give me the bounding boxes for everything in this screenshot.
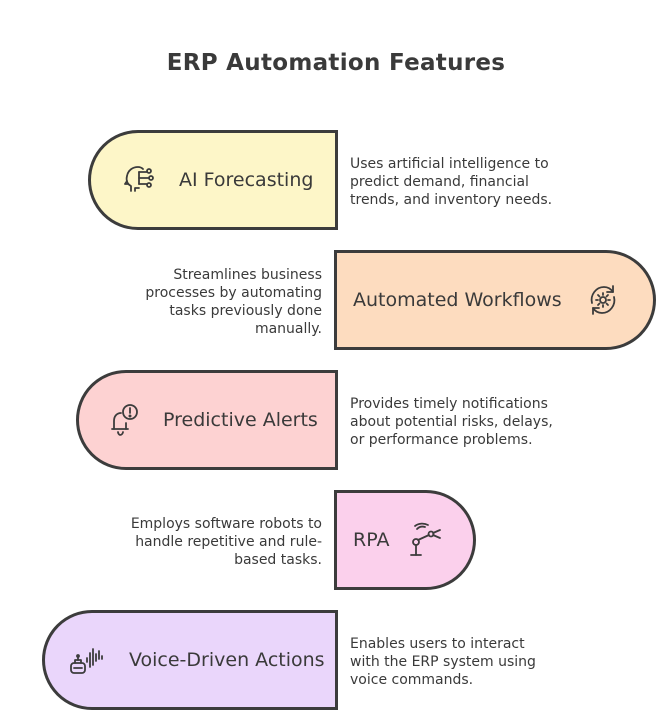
feature-pill-rpa: RPA: [334, 490, 476, 590]
voice-robot-icon: [67, 641, 105, 679]
feature-pill-ai-forecasting: AI Forecasting: [88, 130, 338, 230]
page-title: ERP Automation Features: [166, 50, 506, 76]
feature-description: Provides timely notifications about pote…: [350, 396, 553, 448]
feature-description: Streamlines business processes by automa…: [145, 267, 322, 337]
feature-pill-voice-driven-actions: Voice-Driven Actions: [42, 610, 338, 710]
feature-label: AI Forecasting: [179, 169, 314, 191]
feature-label: RPA: [353, 529, 390, 551]
feature-label: Automated Workflows: [353, 289, 562, 311]
gear-refresh-icon: [584, 281, 622, 319]
bell-alert-icon: [105, 401, 143, 439]
feature-description: Enables users to interact with the ERP s…: [350, 636, 536, 688]
feature-description: Employs software robots to handle repeti…: [130, 516, 322, 568]
robot-arm-icon: [407, 521, 445, 559]
feature-label: Predictive Alerts: [163, 409, 318, 431]
brain-circuit-icon: [121, 161, 159, 199]
feature-label: Voice-Driven Actions: [129, 649, 325, 671]
feature-pill-predictive-alerts: Predictive Alerts: [76, 370, 338, 470]
feature-description: Uses artificial intelligence to predict …: [350, 156, 553, 208]
feature-pill-automated-workflows: Automated Workflows: [334, 250, 656, 350]
